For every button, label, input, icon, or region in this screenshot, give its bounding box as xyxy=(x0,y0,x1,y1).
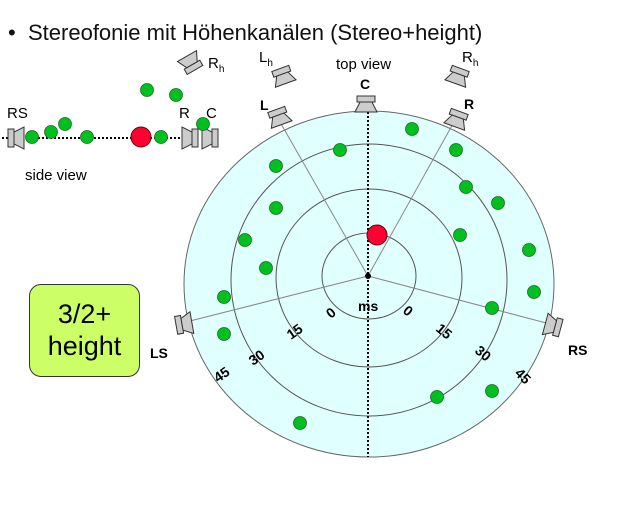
label-c: C xyxy=(360,76,370,92)
side-label-rs: RS xyxy=(7,105,28,122)
label-rh: Rh xyxy=(462,49,478,69)
speaker-rh-icon xyxy=(444,64,472,88)
side-label-c: C xyxy=(206,105,217,122)
label-rs: RS xyxy=(568,342,587,358)
top-view-label: top view xyxy=(336,56,391,73)
format-line1: 3/2+ xyxy=(57,299,112,329)
unit-label: ms xyxy=(358,298,378,314)
listener-top xyxy=(366,224,388,246)
side-speaker-r-icon xyxy=(181,126,199,150)
speaker-c-icon xyxy=(354,95,378,113)
side-speaker-rs-icon xyxy=(7,126,25,150)
side-label-r: R xyxy=(179,105,190,122)
top-view-field xyxy=(183,110,555,458)
listener-side xyxy=(130,126,152,148)
speaker-ls-icon xyxy=(173,311,195,337)
format-badge: 3/2+ height xyxy=(29,284,140,377)
label-ls: LS xyxy=(150,345,168,361)
label-r: R xyxy=(464,96,474,112)
side-label-rh: Rh xyxy=(208,55,224,75)
side-view-label: side view xyxy=(25,167,87,184)
speaker-l-icon xyxy=(265,105,293,129)
virtual-sources xyxy=(25,83,541,430)
label-lh: Lh xyxy=(259,49,273,69)
format-line2: height xyxy=(47,331,122,361)
label-l: L xyxy=(260,97,269,113)
slide-title: •Stereofonie mit Höhenkanälen (Stereo+he… xyxy=(8,20,483,45)
side-speaker-rh-icon xyxy=(176,50,206,76)
speaker-lh-icon xyxy=(269,64,297,88)
